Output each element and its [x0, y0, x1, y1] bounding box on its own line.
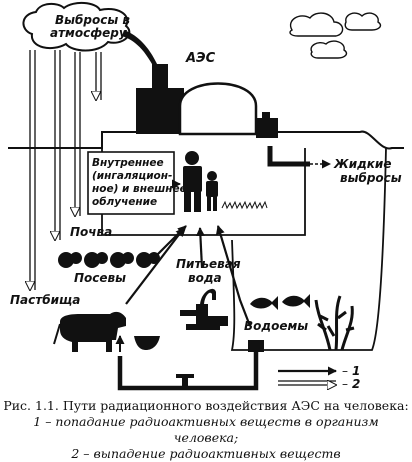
emissions-label-line2: атмосферу [50, 26, 128, 40]
caption-line1: Рис. 1.1. Пути радиационного воздействия… [3, 398, 409, 413]
caption-line2: 1 – попадание радиоактивных веществ в ор… [33, 414, 379, 445]
milk-bowl-icon [134, 336, 160, 350]
fish-icon [250, 294, 310, 310]
people-icon [183, 151, 218, 212]
soil-label: Почва [70, 225, 112, 239]
pasture-label: Пастбища [10, 293, 80, 307]
legend-number-1: 1 [352, 364, 360, 378]
svg-text:–: – [342, 364, 348, 378]
drinking-water-label-line2: вода [188, 271, 222, 285]
clouds-right [289, 12, 382, 59]
cow-icon [53, 311, 126, 352]
exposure-label-line1: Внутреннее [92, 157, 164, 169]
figure-caption: Рис. 1.1. Пути радиационного воздействия… [0, 398, 412, 462]
exposure-label-line2: (ингаляцион- [92, 170, 172, 182]
crops-icon [58, 252, 160, 268]
water-bodies-label: Водоемы [244, 319, 308, 333]
emissions-cloud: Выбросы в атмосферу [22, 2, 130, 52]
seaweed-icon [314, 295, 355, 351]
pipe-valve-icon [176, 374, 194, 388]
emissions-label-line1: Выбросы в [55, 13, 130, 27]
water-body-outline [230, 147, 387, 351]
legend: 1 – 2 – [278, 364, 360, 391]
drinking-water-label-line1: Питьевая [176, 257, 241, 271]
plant-label: АЭС [185, 51, 216, 66]
legend-number-2: 2 [352, 377, 360, 391]
exposure-box: Внутреннее (ингаляцион- ное) и внешнее о… [87, 151, 187, 215]
exposure-label-line3: ное) и внешнее [92, 183, 187, 195]
svg-text:–: – [342, 377, 348, 391]
grass-strip [221, 200, 268, 210]
radiation-pathways-diagram: Выбросы в атмосферу АЭС Жидкие выбросы [8, 2, 404, 391]
liquid-label-line2: выбросы [340, 171, 402, 185]
exposure-label-line4: облучение [92, 196, 157, 208]
caption-line3: 2 – выпадение радиоактивных веществ [71, 446, 341, 461]
reactor-dome [178, 82, 258, 136]
plant-aux-building [256, 118, 278, 138]
crops-label: Посевы [74, 271, 126, 285]
valve-block [248, 340, 264, 352]
plant-main-building [136, 88, 184, 134]
liquid-label-line1: Жидкие [333, 157, 391, 171]
nuclear-plant: АЭС [136, 51, 278, 138]
fallout-arrows [30, 50, 102, 290]
liquid-discharge: Жидкие выбросы [267, 146, 402, 185]
water-pump-icon [180, 288, 228, 330]
intake-arrows [125, 225, 252, 327]
